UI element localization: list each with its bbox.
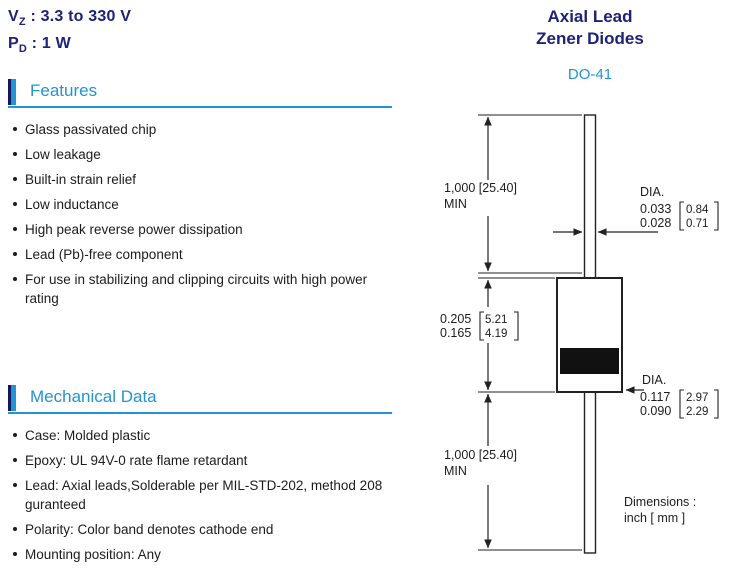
list-item: Polarity: Color band denotes cathode end (12, 520, 392, 539)
list-item: For use in stabilizing and clipping circ… (12, 270, 392, 308)
document-title-line2: Zener Diodes (536, 29, 644, 48)
mechanical-data-header: Mechanical Data (8, 385, 392, 414)
mm-brackets (479, 201, 719, 419)
body-length-mm-min: 4.19 (485, 328, 507, 340)
features-title: Features (30, 81, 98, 100)
list-item: Low leakage (12, 145, 392, 164)
extension-lines (478, 114, 582, 551)
body-length-inch-min: 0.165 (440, 326, 471, 340)
section-accent-bar (8, 385, 16, 411)
package-name: DO-41 (567, 66, 613, 83)
list-item: High peak reverse power dissipation (12, 220, 392, 239)
pd-subscript: D (18, 43, 28, 56)
lead-diameter-inch-min: 0.028 (640, 216, 671, 230)
vz-subscript: Z (18, 16, 26, 29)
list-item: Lead: Axial leads,Solderable per MIL-STD… (12, 476, 392, 514)
body-diameter-inch-min: 0.090 (640, 404, 671, 418)
top-lead-min-label: MIN (444, 197, 467, 211)
list-item: Built-in strain relief (12, 170, 392, 189)
features-header: Features (8, 79, 392, 108)
section-accent-bar (8, 79, 16, 105)
dimensions-note-line2: inch [ mm ] (624, 511, 685, 525)
list-item: Glass passivated chip (12, 120, 392, 139)
top-lead (583, 114, 597, 279)
electrical-ratings: VZ : 3.3 to 330 V PD : 1 W (8, 6, 131, 60)
body-length-inch-max: 0.205 (440, 312, 471, 326)
list-item: Low inductance (12, 195, 392, 214)
lead-diameter-inch-max: 0.033 (640, 202, 671, 216)
list-item: Case: Molded plastic (12, 426, 392, 445)
document-title: Axial Lead Zener Diodes (470, 6, 710, 50)
lead-diameter-mm-min: 0.71 (686, 218, 708, 230)
body-diameter-mm-max: 2.97 (686, 392, 708, 404)
features-list: Glass passivated chip Low leakage Built-… (8, 120, 392, 308)
body-diameter-inch-max: 0.117 (640, 390, 670, 404)
list-item: Mounting position: Any (12, 545, 392, 564)
mechanical-data-title: Mechanical Data (30, 387, 157, 406)
document-title-line1: Axial Lead (547, 7, 633, 26)
mechanical-data-list: Case: Molded plastic Epoxy: UL 94V-0 rat… (8, 426, 392, 564)
body-diameter-heading: DIA. (642, 373, 666, 387)
diode-body (556, 277, 623, 393)
vz-rating: VZ : 3.3 to 330 V (8, 8, 132, 29)
bottom-lead (583, 391, 597, 554)
bottom-lead-length-label: 1,000 [25.40] (444, 448, 517, 462)
lead-diameter-heading: DIA. (640, 185, 664, 199)
features-section: Features Glass passivated chip Low leaka… (8, 79, 392, 314)
do41-outline-drawing: 1,000 [25.40] MIN DIA. 0.033 0.028 0.84 … (440, 114, 719, 554)
dimension-arrows (484, 116, 658, 549)
mechanical-data-section: Mechanical Data Case: Molded plastic Epo… (8, 385, 392, 570)
top-lead-length-label: 1,000 [25.40] (444, 181, 517, 195)
body-diameter-mm-min: 2.29 (686, 406, 708, 418)
list-item: Epoxy: UL 94V-0 rate flame retardant (12, 451, 392, 470)
lead-diameter-mm-max: 0.84 (686, 204, 709, 216)
dimensions-note-line1: Dimensions : (624, 495, 696, 509)
pd-rating: PD : 1 W (8, 35, 71, 56)
list-item: Lead (Pb)-free component (12, 245, 392, 264)
cathode-band (560, 348, 619, 374)
bottom-lead-min-label: MIN (444, 464, 467, 478)
body-length-mm-max: 5.21 (485, 314, 507, 326)
